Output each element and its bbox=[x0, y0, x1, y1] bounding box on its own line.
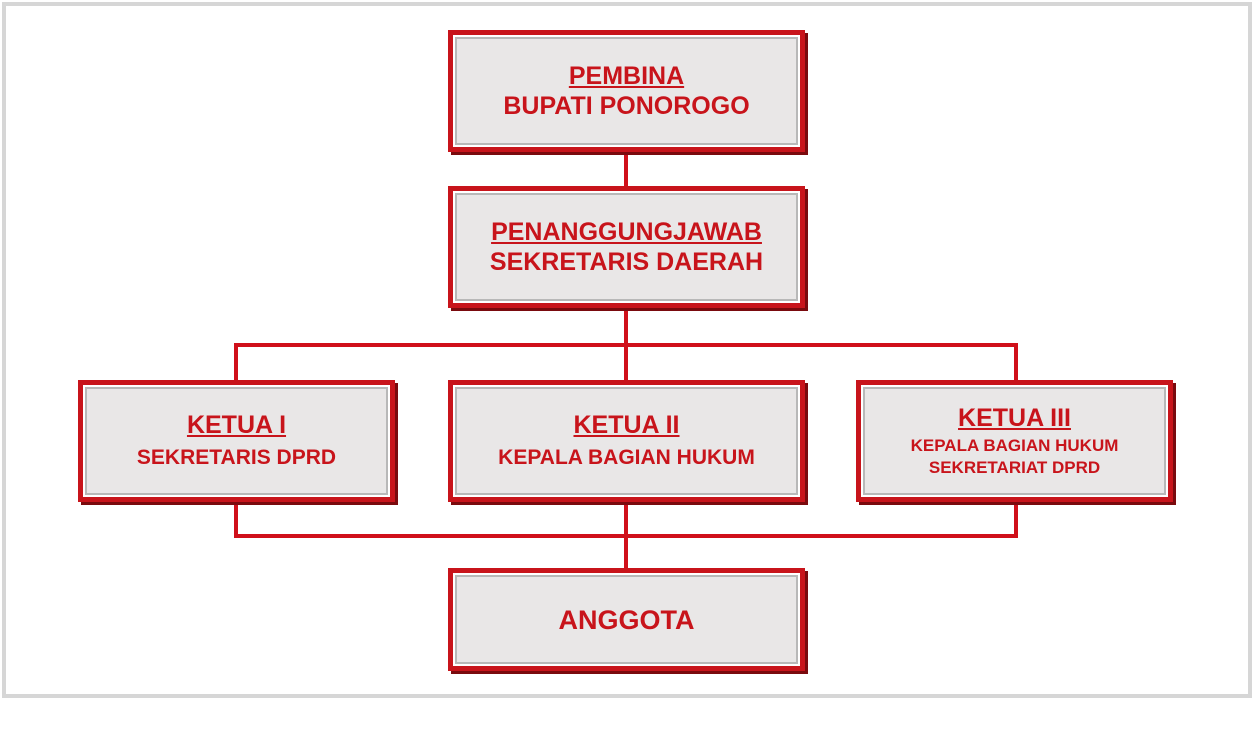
node-ketua-3-role: KETUA III bbox=[958, 404, 1071, 432]
node-ketua-2: KETUA II KEPALA BAGIAN HUKUM bbox=[448, 380, 805, 502]
node-penanggungjawab-holder: SEKRETARIS DAERAH bbox=[489, 248, 764, 276]
node-penanggungjawab-role: PENANGGUNGJAWAB bbox=[491, 218, 762, 246]
node-ketua-1-holder: SEKRETARIS DPRD bbox=[136, 446, 337, 469]
node-ketua-3-holder-line-2: SEKRETARIAT DPRD bbox=[928, 458, 1101, 477]
node-pembina-role: PEMBINA bbox=[568, 62, 685, 90]
node-ketua-3: KETUA III KEPALA BAGIAN HUKUM SEKRETARIA… bbox=[856, 380, 1173, 502]
node-ketua-3-holder-line-1: KEPALA BAGIAN HUKUM bbox=[910, 436, 1119, 455]
node-anggota-role: ANGGOTA bbox=[558, 604, 695, 635]
node-ketua-1: KETUA I SEKRETARIS DPRD bbox=[78, 380, 395, 502]
node-anggota: ANGGOTA bbox=[448, 568, 805, 671]
node-pembina: PEMBINA BUPATI PONOROGO bbox=[448, 30, 805, 152]
node-pembina-holder: BUPATI PONOROGO bbox=[503, 92, 750, 120]
node-ketua-2-holder: KEPALA BAGIAN HUKUM bbox=[498, 446, 755, 469]
node-ketua-1-role: KETUA I bbox=[186, 411, 287, 439]
node-ketua-2-role: KETUA II bbox=[573, 411, 680, 439]
node-penanggungjawab: PENANGGUNGJAWAB SEKRETARIS DAERAH bbox=[448, 186, 805, 308]
